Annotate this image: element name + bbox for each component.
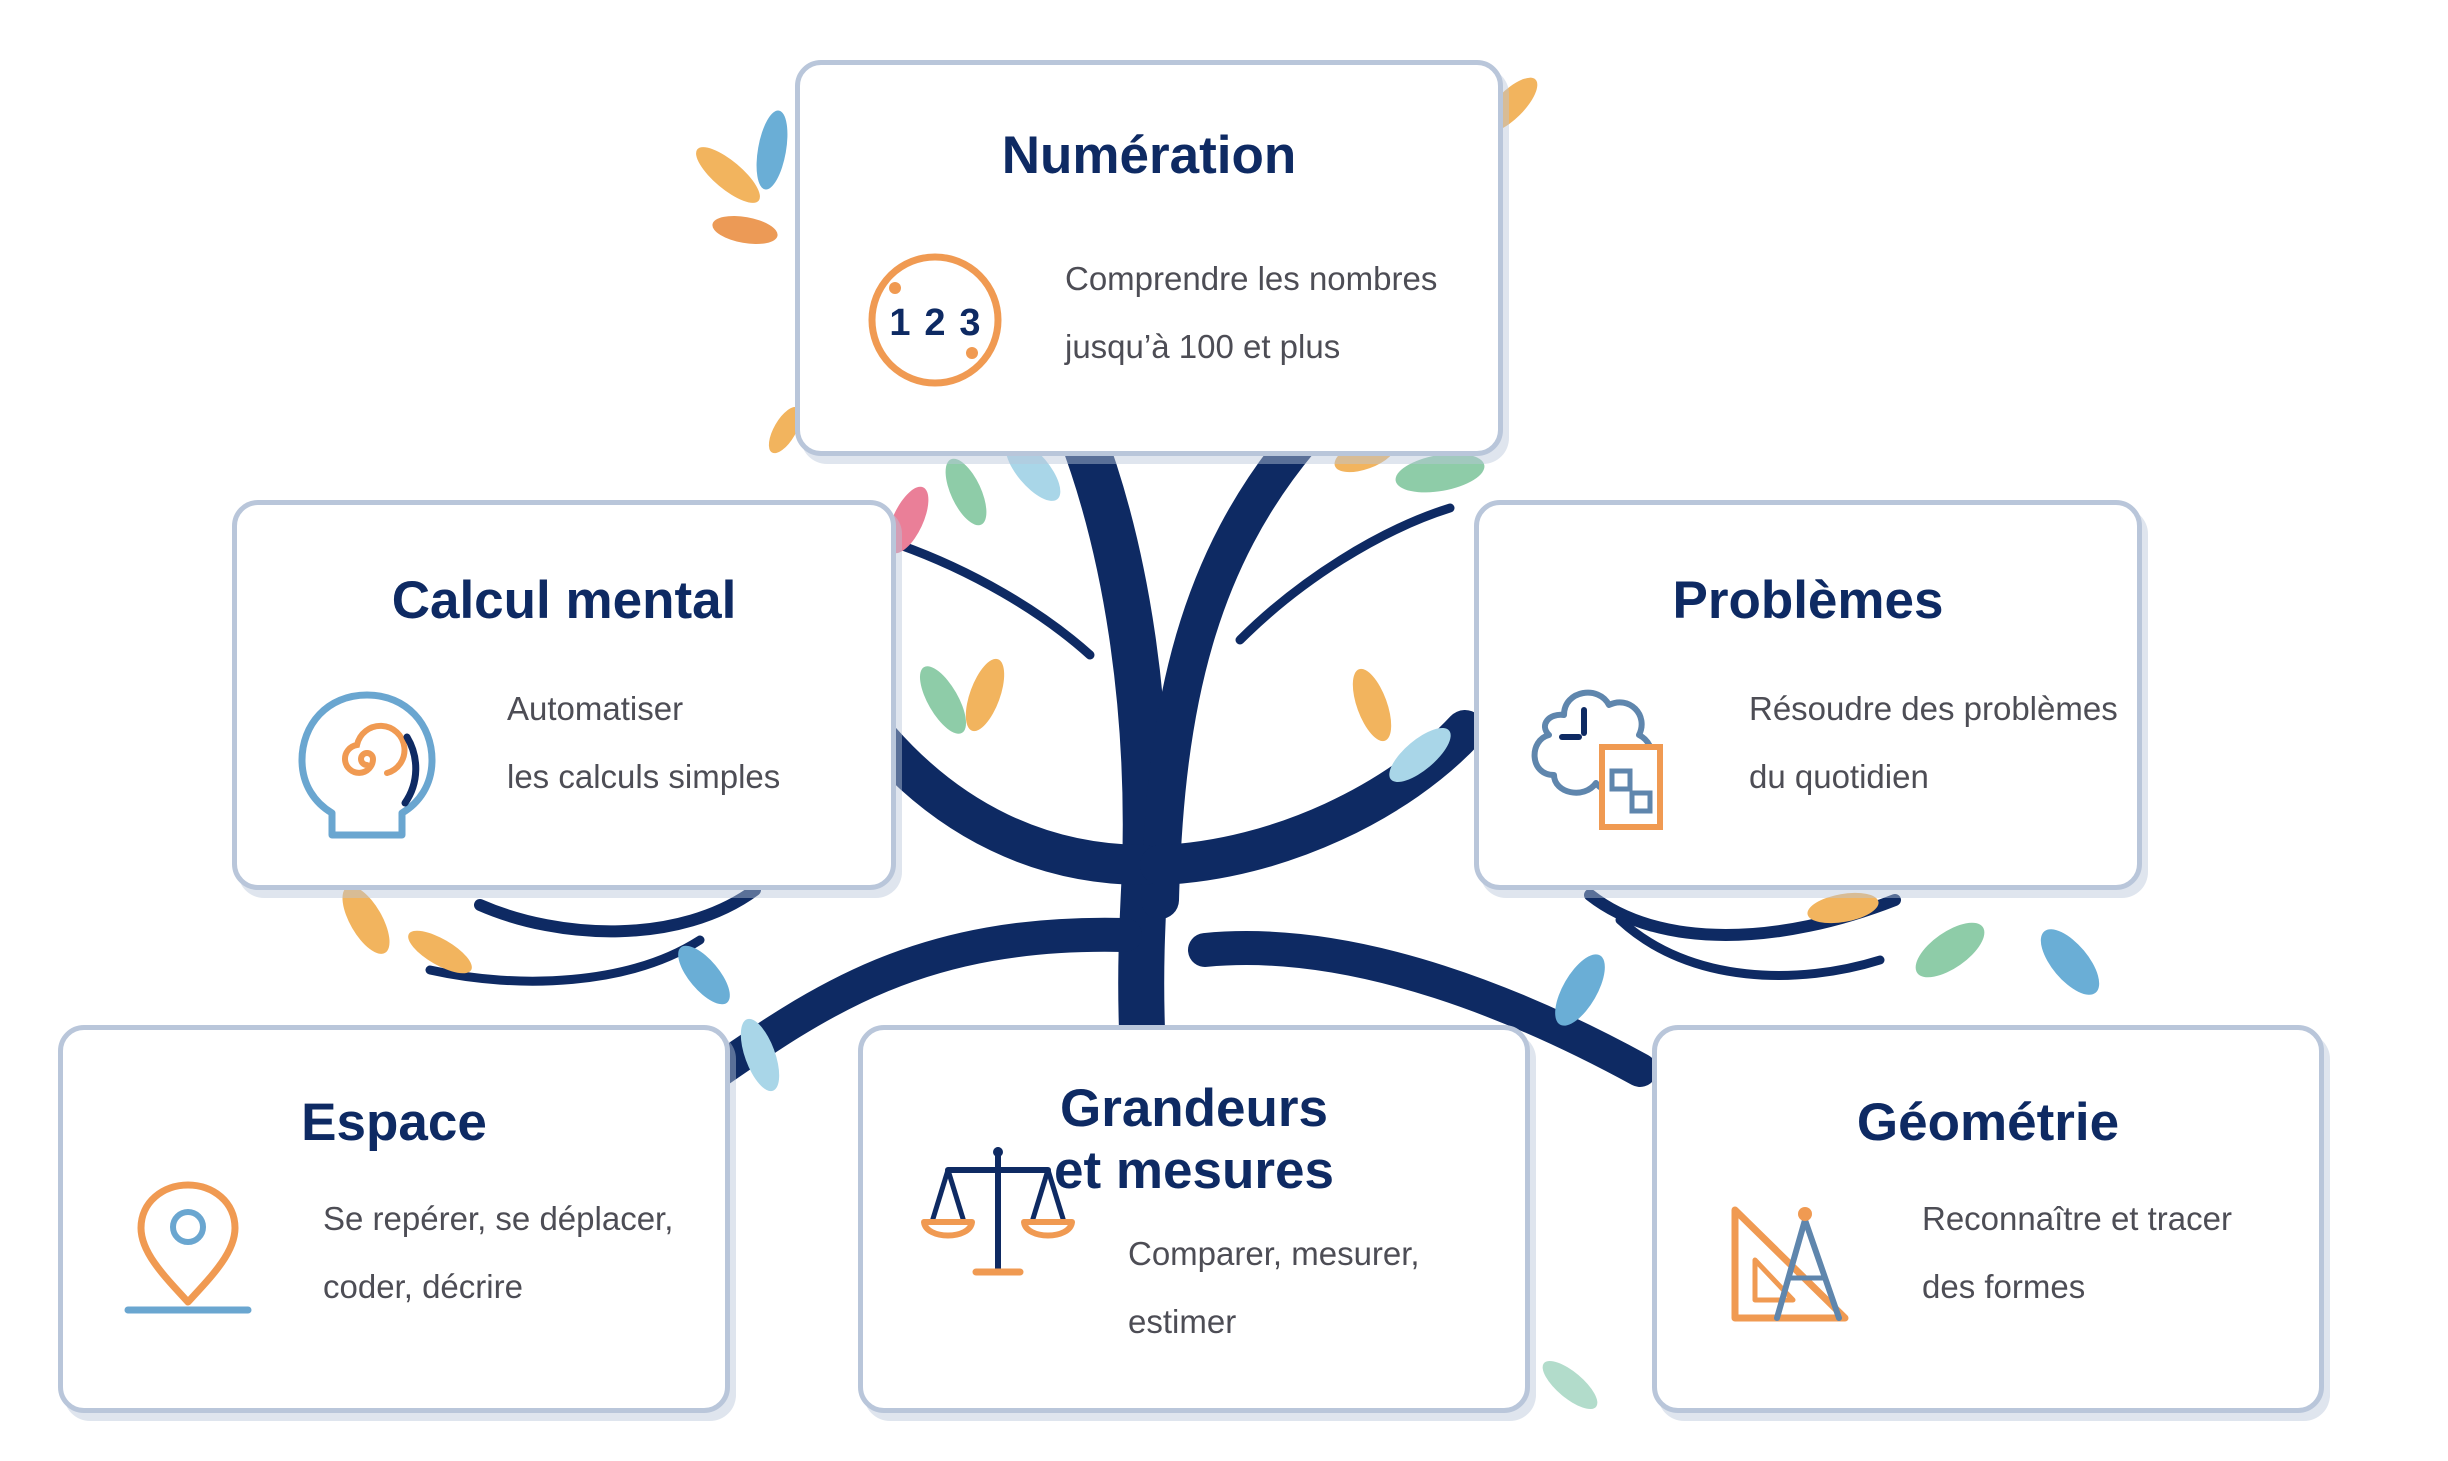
- leaf: [678, 945, 730, 1005]
- leaf: [1807, 892, 1879, 924]
- card-espace[interactable]: Espace Se repérer, se déplacer, coder, d…: [58, 1025, 730, 1413]
- card-title-geometrie: Géométrie: [1856, 1093, 2120, 1152]
- card-numeration[interactable]: Numération 1 2 3 Comprendre les nombres …: [795, 60, 1503, 456]
- leaf: [712, 215, 778, 245]
- title-line: Grandeurs: [1059, 1079, 1329, 1138]
- card-geometrie[interactable]: Géométrie Reconnaître et tracer des form…: [1652, 1025, 2324, 1413]
- balance-scale-icon: [918, 1140, 1078, 1290]
- icon-digit: 1: [889, 302, 910, 344]
- icon-digit: 2: [924, 302, 945, 344]
- leaf: [919, 666, 967, 734]
- card-desc-espace: Se repérer, se déplacer, coder, décrire: [323, 1185, 673, 1321]
- card-title-espace: Espace: [301, 1093, 487, 1152]
- desc-line: estimer: [1128, 1303, 1237, 1340]
- twig-right-upper: [1235, 503, 1455, 645]
- card-desc-problemes: Résoudre des problèmes du quotidien: [1749, 675, 2118, 811]
- desc-line: Comprendre les nombres: [1065, 260, 1438, 297]
- card-calcul-mental[interactable]: Calcul mental Automatiser les calculs si…: [232, 500, 896, 890]
- leaf: [756, 110, 788, 190]
- twig-left-2: [425, 935, 705, 986]
- location-pin-icon: [123, 1180, 253, 1330]
- desc-line: Automatiser: [507, 690, 684, 727]
- tree-trunk: [1057, 407, 1169, 1053]
- leaf: [342, 886, 390, 954]
- head-brain-icon: [297, 685, 437, 845]
- leaf: [1395, 453, 1485, 493]
- twig-right-2: [1615, 915, 1885, 980]
- desc-line: les calculs simples: [507, 758, 781, 795]
- leaf: [1352, 668, 1392, 742]
- card-title-grandeurs-mesures: Grandeurs et mesures: [863, 1078, 1525, 1202]
- leaf: [1555, 954, 1605, 1026]
- card-problemes[interactable]: Problèmes Résoudre des problèmes du quot…: [1474, 500, 2142, 890]
- card-grandeurs-mesures[interactable]: Grandeurs et mesures Comparer, mesurer, …: [858, 1025, 1530, 1413]
- leaf: [2040, 929, 2100, 995]
- leaf: [768, 406, 802, 454]
- desc-line: Résoudre des problèmes: [1749, 690, 2118, 727]
- icon-digit: 3: [959, 302, 980, 344]
- desc-line: Se repérer, se déplacer,: [323, 1200, 674, 1237]
- card-desc-geometrie: Reconnaître et tracer des formes: [1922, 1185, 2232, 1321]
- leaf: [1542, 1360, 1598, 1410]
- twig-left-upper: [895, 540, 1095, 660]
- desc-line: du quotidien: [1749, 758, 1929, 795]
- card-desc-numeration: Comprendre les nombres jusqu’à 100 et pl…: [1065, 245, 1437, 381]
- leaf: [740, 1018, 780, 1092]
- branch-trunk-right: [1141, 421, 1319, 919]
- twig-left-1: [474, 884, 761, 938]
- branch-left-mid: [860, 720, 1165, 885]
- title-line: et mesures: [1054, 1141, 1334, 1200]
- card-title-problemes: Problèmes: [1672, 571, 1944, 630]
- leaf: [1915, 922, 1985, 978]
- desc-line: des formes: [1922, 1268, 2086, 1305]
- desc-line: coder, décrire: [323, 1268, 523, 1305]
- number-123-icon: 1 2 3: [860, 245, 1010, 395]
- branch-right-low: [1188, 931, 1657, 1087]
- card-desc-calcul-mental: Automatiser les calculs simples: [507, 675, 780, 811]
- leaf: [1389, 728, 1451, 782]
- leaf: [965, 658, 1005, 732]
- set-square-compass-icon: [1727, 1200, 1857, 1330]
- leaf: [696, 147, 760, 203]
- desc-line: jusqu’à 100 et plus: [1065, 328, 1341, 365]
- card-title-calcul-mental: Calcul mental: [391, 571, 737, 630]
- thought-cloud-icon: [1524, 675, 1674, 835]
- card-desc-grandeurs-mesures: Comparer, mesurer, estimer: [1128, 1220, 1420, 1356]
- desc-line: Comparer, mesurer,: [1128, 1235, 1420, 1272]
- leaf: [945, 458, 987, 526]
- leaf: [408, 930, 472, 974]
- desc-line: Reconnaître et tracer: [1922, 1200, 2232, 1237]
- card-title-numeration: Numération: [1001, 126, 1297, 185]
- leaf: [887, 486, 929, 554]
